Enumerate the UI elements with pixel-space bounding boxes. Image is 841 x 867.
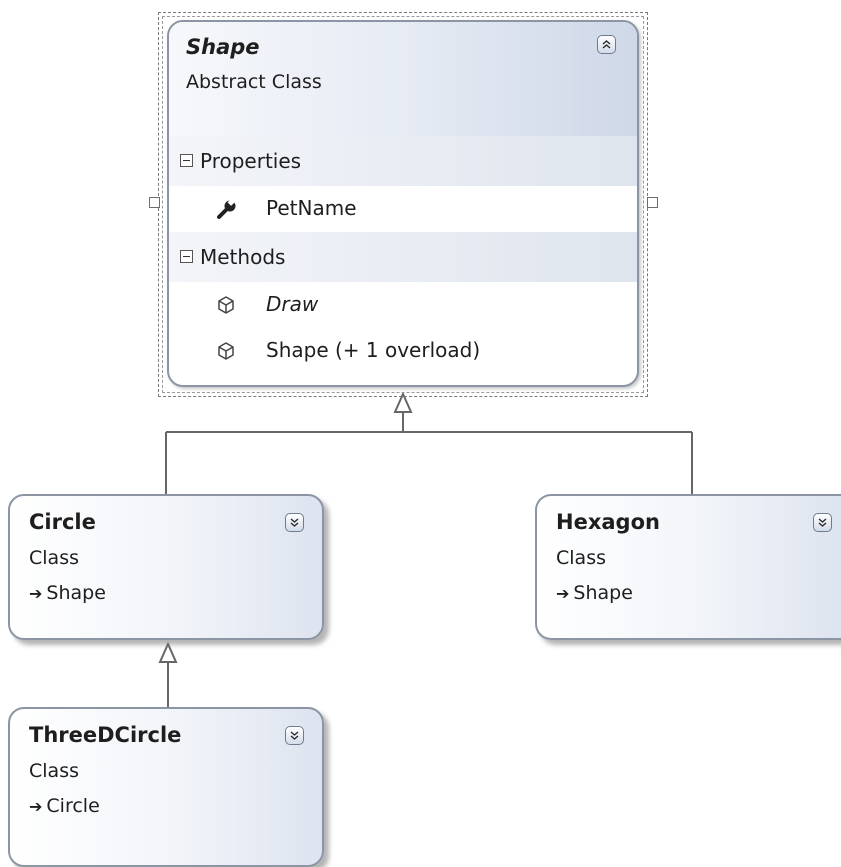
base-class-name: Circle — [46, 795, 100, 817]
selection-outline-inner — [162, 16, 644, 393]
method-cube-icon — [218, 296, 234, 314]
inherits-arrow-icon: ➔ — [29, 797, 43, 816]
compartment-properties[interactable]: Properties — [169, 136, 637, 186]
compartment-methods[interactable]: Methods — [169, 232, 637, 282]
class-stereotype: Abstract Class — [186, 71, 322, 93]
member-method-draw[interactable]: Draw — [169, 282, 637, 328]
expand-chevrons-down-icon[interactable] — [285, 726, 304, 745]
member-method-shape-constructor[interactable]: Shape (+ 1 overload) — [169, 328, 637, 374]
member-name: Draw — [266, 292, 319, 316]
expand-chevrons-down-icon[interactable] — [285, 513, 304, 532]
compartment-title: Methods — [200, 245, 286, 269]
base-class-ref: ➔Circle — [29, 795, 100, 817]
class-box-circle[interactable]: Circle Class ➔Shape — [8, 494, 324, 640]
expand-chevrons-down-icon[interactable] — [813, 513, 832, 532]
base-class-name: Shape — [46, 582, 106, 604]
inherits-arrow-icon: ➔ — [29, 584, 43, 603]
inherits-arrow-icon: ➔ — [556, 584, 570, 603]
wrench-property-icon — [217, 198, 236, 219]
class-name: ThreeDCircle — [29, 723, 182, 747]
class-stereotype: Class — [556, 547, 606, 569]
class-box-hexagon[interactable]: Hexagon Class ➔Shape — [535, 494, 841, 640]
member-property-petname[interactable]: PetName — [169, 186, 637, 232]
collapse-chevrons-up-icon[interactable] — [597, 35, 616, 54]
member-name: Shape (+ 1 overload) — [266, 338, 481, 362]
base-class-ref: ➔Shape — [556, 582, 633, 604]
collapse-minus-icon[interactable] — [180, 154, 193, 167]
inheritance-arrowhead-circle — [158, 641, 178, 663]
class-box-threedcircle[interactable]: ThreeDCircle Class ➔Circle — [8, 707, 324, 867]
class-header-shape[interactable]: Shape Abstract Class — [169, 22, 637, 136]
class-name: Circle — [29, 510, 96, 534]
class-name: Shape — [186, 35, 260, 59]
inheritance-arrowhead-shape — [393, 391, 413, 413]
base-class-name: Shape — [573, 582, 633, 604]
method-cube-icon — [218, 342, 234, 360]
member-name: PetName — [266, 196, 357, 220]
collapse-minus-icon[interactable] — [180, 250, 193, 263]
resize-handle-left[interactable] — [149, 197, 160, 208]
class-stereotype: Class — [29, 547, 79, 569]
base-class-ref: ➔Shape — [29, 582, 106, 604]
class-box-shape[interactable]: Shape Abstract Class Properties PetName … — [167, 20, 639, 387]
class-stereotype: Class — [29, 760, 79, 782]
compartment-title: Properties — [200, 149, 302, 173]
class-name: Hexagon — [556, 510, 660, 534]
resize-handle-right[interactable] — [647, 197, 658, 208]
